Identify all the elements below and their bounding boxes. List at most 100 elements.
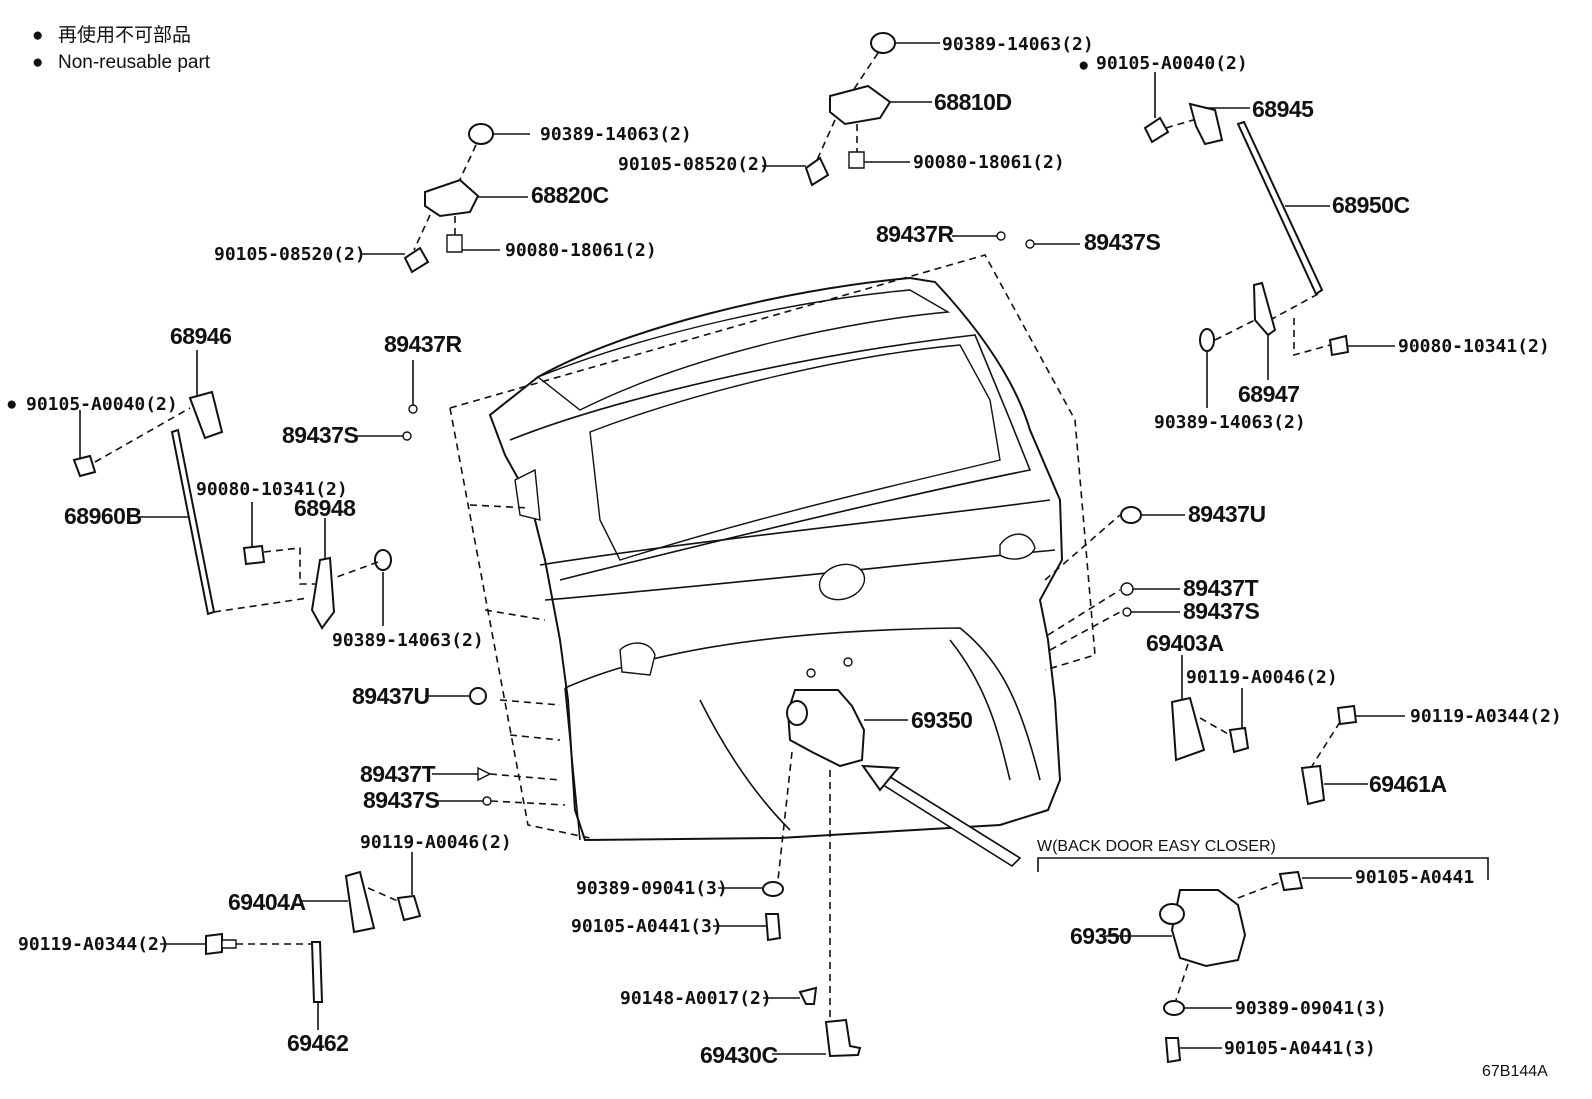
- hinge-68820C-group: [360, 123, 530, 274]
- label-68810D: 68810D: [934, 89, 1012, 115]
- label-90389-14063-right: 90389-14063(2): [1154, 412, 1306, 433]
- label-89437T-left: 89437T: [360, 761, 435, 787]
- stay-68960B: [170, 428, 216, 616]
- label-69461A: 69461A: [1369, 771, 1447, 797]
- label-69350-inset: 69350: [1070, 923, 1131, 949]
- clip-89437U-left: [469, 687, 487, 705]
- label-68945: 68945: [1252, 96, 1314, 122]
- inset-bracket: [1037, 857, 1489, 880]
- label-89437U-left: 89437U: [352, 683, 430, 709]
- hinge-68820C: [424, 178, 480, 218]
- lock-69350-group: [713, 689, 908, 1058]
- bumper-stop-left-group: [160, 852, 422, 1030]
- bolt-90105-A0441-main: [764, 913, 782, 942]
- label-90080-10341-left: 90080-10341(2): [196, 479, 348, 500]
- nut-90080-18061-top: [848, 151, 865, 169]
- bracket-68947: [1252, 281, 1277, 337]
- label-68946: 68946: [170, 323, 231, 349]
- washer-90389-09041-inset: [1163, 1000, 1185, 1016]
- label-90389-09041-inset: 90389-09041(3): [1235, 998, 1387, 1019]
- legend-bullet-2: ●: [32, 52, 43, 73]
- label-90105-A0441-inset-bottom: 90105-A0441(3): [1224, 1038, 1376, 1059]
- door-side-cutout-right: [999, 533, 1036, 560]
- label-90389-14063-lower: 90389-14063(2): [332, 630, 484, 651]
- bolt-90080-10341-right: [1328, 334, 1350, 357]
- label-90105-A0040-right: 90105-A0040(2): [1096, 53, 1248, 74]
- label-68947: 68947: [1238, 381, 1299, 407]
- bracket-68945: [1188, 102, 1224, 146]
- label-90080-18061-top: 90080-18061(2): [913, 152, 1065, 173]
- stay-right-group: ●: [1078, 55, 1395, 408]
- door-spoiler: [536, 289, 951, 411]
- label-90389-09041-main: 90389-09041(3): [576, 878, 728, 899]
- label-90119-A0344-right: 90119-A0344(2): [1410, 706, 1562, 727]
- hinge-68810D: [829, 84, 892, 126]
- hinge-68810D-group: [762, 32, 940, 187]
- door-dashed-inner: [469, 504, 561, 741]
- screw-90148-A0017: [798, 986, 818, 1005]
- door-side-cutout-left: [514, 468, 541, 521]
- label-90105-08520-top: 90105-08520(2): [618, 154, 770, 175]
- stay-left-group: ●: [6, 350, 392, 630]
- cushion-69462: [310, 941, 324, 1003]
- label-90080-10341-right: 90080-10341(2): [1398, 336, 1550, 357]
- nut-90080-18061-left: [446, 234, 463, 253]
- bolt-90119-A0344-right: [1336, 704, 1358, 726]
- door-belt-line: [539, 499, 1056, 601]
- label-69350-main: 69350: [911, 707, 972, 733]
- striker-69404A: [344, 870, 376, 934]
- arrow-head: [860, 764, 901, 792]
- clip-89437T-right: [1120, 582, 1134, 596]
- clip-89437S-right: [1122, 607, 1132, 617]
- label-69404A: 69404A: [228, 889, 306, 915]
- bumper-stop-right-group: [1170, 655, 1405, 806]
- inset-pointer-arrow: [860, 764, 1022, 868]
- label-90119-A0344-left: 90119-A0344(2): [18, 934, 170, 955]
- door-dashed-outline: [449, 254, 1096, 839]
- clip-89437R-left: [408, 404, 418, 414]
- label-90389-14063-left: 90389-14063(2): [540, 124, 692, 145]
- cap-90389-right: [1199, 328, 1215, 352]
- label-69403A: 69403A: [1146, 630, 1224, 656]
- clip-89437S-bottom: [482, 796, 492, 806]
- legend-text-en: Non-reusable part: [58, 52, 211, 73]
- clip-89437S-top: [1025, 239, 1035, 249]
- bolt-90105-A0040-left: [72, 454, 97, 478]
- label-90105-08520-left: 90105-08520(2): [214, 244, 366, 265]
- label-69430C: 69430C: [700, 1042, 778, 1068]
- label-89437S-top: 89437S: [1084, 229, 1160, 255]
- label-90105-A0040-left: 90105-A0040(2): [26, 394, 178, 415]
- cap-90389-top-center: [870, 32, 896, 54]
- striker-69403A: [1170, 696, 1206, 762]
- bracket-68948: [310, 556, 336, 630]
- non-reusable-marker-left: ●: [6, 394, 17, 415]
- bolt-90080-10341-left: [242, 544, 266, 566]
- label-89437S-bottom: 89437S: [363, 787, 439, 813]
- cushion-69461A: [1300, 764, 1326, 806]
- lock-69350-inset: [1170, 889, 1247, 968]
- legend-text-jp: 再使用不可部品: [58, 24, 191, 46]
- label-89437S-right: 89437S: [1183, 598, 1259, 624]
- label-68960B: 68960B: [64, 503, 142, 529]
- easy-closer-inset: W(BACK DOOR EASY CLOSER): [1037, 838, 1489, 1064]
- lock-69350-inset-motor: [1159, 903, 1185, 925]
- bolt-90119-A0046-left: [396, 894, 422, 922]
- door-hole-2: [843, 657, 853, 667]
- cap-90389-lower-left: [374, 549, 392, 571]
- label-90105-A0441-main: 90105-A0441(3): [571, 916, 723, 937]
- label-90105-A0441-inset-top: 90105-A0441: [1355, 867, 1474, 888]
- label-68820C: 68820C: [531, 182, 609, 208]
- stay-68950C: [1236, 120, 1324, 296]
- washer-90389-09041-main: [762, 881, 784, 897]
- clip-89437T-left: [477, 766, 492, 782]
- bolt-90105-A0441-inset-bottom: [1164, 1037, 1182, 1064]
- door-window-opening: [589, 344, 1001, 561]
- clip-89437S-left: [402, 431, 412, 441]
- bracket-68946: [188, 390, 224, 440]
- door-lower-curve: [699, 639, 1011, 831]
- clip-89437R-top: [996, 231, 1006, 241]
- label-90119-A0046-right: 90119-A0046(2): [1186, 667, 1338, 688]
- bolt-90105-A0441-inset-top: [1278, 870, 1304, 892]
- bolt-90119-A0046-right: [1228, 726, 1250, 754]
- label-89437U-right: 89437U: [1188, 501, 1266, 527]
